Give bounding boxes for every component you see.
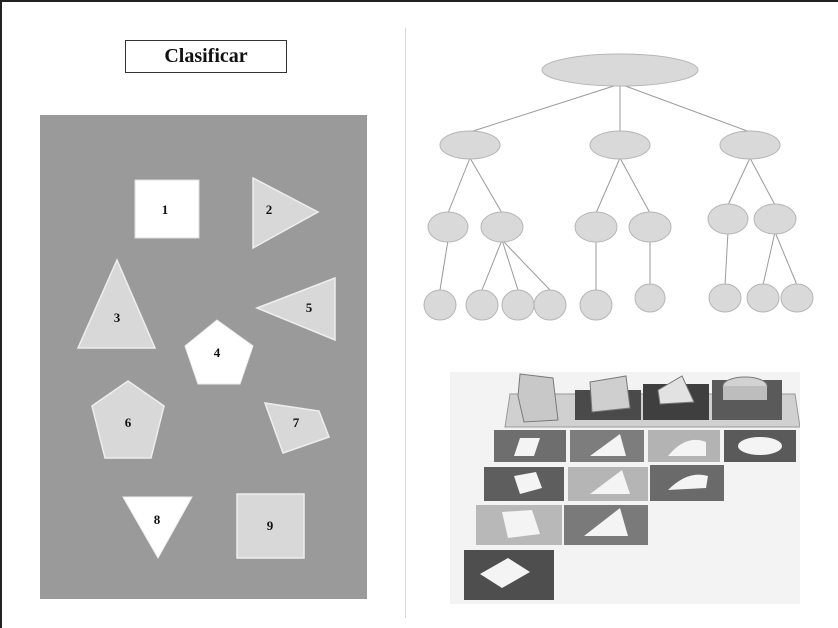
tree-leaf-node [746, 283, 780, 313]
tree-level1-node [589, 130, 651, 160]
tile-hole-diamond [514, 438, 540, 456]
shape-2-triangle [252, 176, 320, 250]
tile-hole-triangle [584, 508, 628, 536]
shape-1-label: 1 [162, 202, 169, 217]
tree-leaf-node [579, 289, 613, 321]
panel-divider [405, 28, 406, 618]
classification-tree [423, 53, 814, 321]
tree-level2-node [753, 203, 797, 235]
shapes-board: 1 2 3 4 5 6 7 8 9 [40, 115, 367, 599]
tree-level2-node [574, 211, 618, 243]
shape-6-label: 6 [125, 415, 132, 430]
shape-8-triangle [122, 496, 193, 560]
tree-leaf-node [780, 283, 814, 313]
tree-root-node [541, 53, 699, 87]
shape-4-pentagon [184, 319, 254, 385]
tile-hole-wedge [668, 439, 706, 456]
tile-hole-triangle [590, 470, 630, 494]
shape-5-triangle [254, 276, 336, 342]
tree-leaf-node [634, 283, 666, 313]
tile-hole-wedge [668, 474, 708, 490]
tile-hole-circle [738, 437, 782, 455]
shape-6-pentagon [91, 380, 165, 459]
tree-leaf-node [533, 289, 567, 321]
shape-7-quadrilateral [263, 402, 330, 454]
tree-level2-node [427, 211, 469, 243]
tree-leaf-node [465, 289, 499, 321]
tile-hole-diamond [514, 472, 542, 494]
shape-4-label: 4 [214, 345, 221, 360]
shape-1-square [134, 179, 200, 239]
tile-hole-triangle [590, 434, 626, 456]
tree-leaf-node [423, 289, 457, 321]
tree-level1-node [439, 130, 501, 160]
shape-sorter-puzzle-image [450, 372, 800, 604]
shape-8-label: 8 [154, 512, 161, 527]
tile-hole-diamond [480, 558, 530, 588]
block-triangle [589, 375, 631, 413]
block-disc-side [723, 386, 767, 400]
tree-level1-node [719, 130, 781, 160]
block-wedge [657, 375, 695, 405]
tree-leaf-node [501, 289, 535, 321]
shape-9-label: 9 [267, 518, 274, 533]
shapes-canvas: 1 2 3 4 5 6 7 8 9 [76, 176, 336, 560]
slide-title: Clasificar [125, 40, 287, 73]
shape-9-square [236, 493, 305, 559]
tree-edges [439, 83, 798, 291]
shape-2-label: 2 [266, 202, 273, 217]
shape-3-label: 3 [114, 310, 121, 325]
block-pentagon [517, 373, 559, 423]
frame-left-border [0, 0, 2, 628]
shape-5-label: 5 [306, 300, 313, 315]
shape-3-triangle [76, 258, 157, 349]
tile-hole-square [502, 510, 540, 538]
tree-level2-node [480, 211, 524, 243]
shape-7-label: 7 [293, 415, 300, 430]
frame-top-border [0, 0, 838, 2]
tree-level2-node [707, 203, 749, 235]
tree-leaf-node [708, 283, 742, 313]
tree-level2-node [628, 211, 672, 243]
